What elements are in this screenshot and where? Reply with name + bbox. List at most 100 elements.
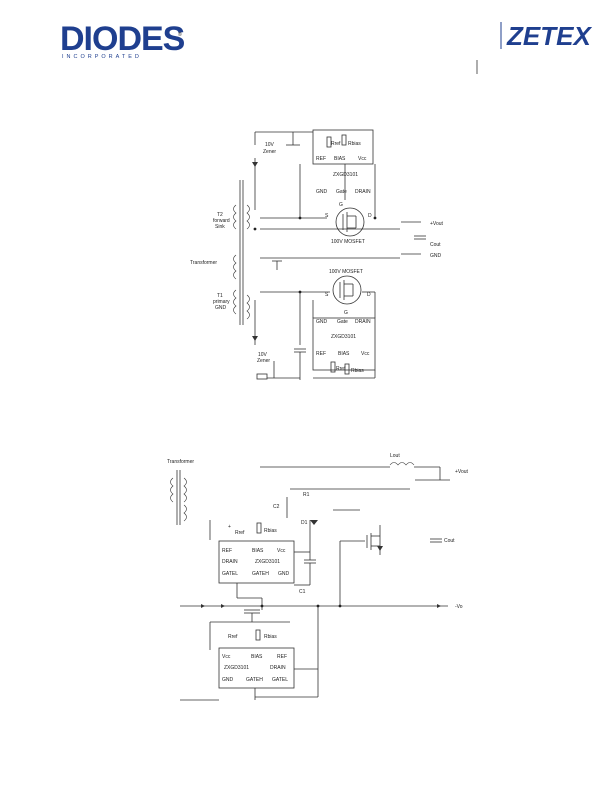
fig2-ic1-pin-gateh: GATEH <box>252 571 269 577</box>
fig1-t2-sub1: forward <box>213 218 230 224</box>
fig2-ic1-pin-gatel: GATEL <box>222 571 238 577</box>
fig1-junction-3 <box>253 227 257 231</box>
fig2-bus-arrow-1 <box>201 604 205 608</box>
fig1-transformer-primary-coil-middle <box>233 254 237 280</box>
fig1-cout-label: Cout <box>430 242 441 248</box>
fig1-ic-top-name: ZXGD3101 <box>333 172 358 178</box>
fig1-ground-box <box>256 373 268 380</box>
fig2-d1-label: D1 <box>301 520 308 526</box>
fig1-transformer-primary-coil-upper <box>233 204 237 230</box>
fig1-diode-bottom <box>252 336 258 341</box>
fig2-ic1-box <box>218 540 295 584</box>
fig2-ic2-pin-drain: DRAIN <box>270 665 286 671</box>
fig2-transformer-primary-coil <box>170 477 174 503</box>
fig2-cout-label: Cout <box>444 538 455 544</box>
fig2-transformer-secondary-coil-lower <box>183 504 187 522</box>
fig1-zener-top-value: 10V <box>265 142 275 148</box>
fig1-rbias-top-resistor <box>341 134 347 146</box>
header: DIODES ® INCORPORATED ZETEX <box>60 20 592 74</box>
fig2-rbias1-resistor <box>256 522 262 534</box>
fig1-ic-top-pin-gnd: GND <box>316 189 328 195</box>
fig2-rref2-label: Rref <box>228 634 238 640</box>
fig1-ic-bottom-pin-gnd: GND <box>316 319 328 325</box>
fig2-lout-label: Lout <box>390 453 400 459</box>
fig2-ic1-name: ZXGD3101 <box>255 559 280 565</box>
fig1-ic-bottom-pin-ref: REF <box>316 351 326 357</box>
fig1-mosfet-top-d: D <box>368 213 372 219</box>
zetex-logo: ZETEX <box>506 21 592 51</box>
fig1-junction-1 <box>298 216 302 220</box>
fig1-t2-sub2: Sink <box>215 224 225 230</box>
fig2-ic1-pin-gnd: GND <box>278 571 290 577</box>
fig1-vout-label: +Vout <box>430 221 444 227</box>
fig1-transformer-label: Transformer <box>190 260 217 266</box>
fig1-mosfet-bottom-g: G <box>344 310 348 316</box>
fig1-mosfet-top <box>335 207 365 237</box>
fig2-d1-diode <box>310 520 318 525</box>
fig1-t1-sub2: GND <box>215 305 227 311</box>
fig1-diode-top <box>252 162 258 167</box>
fig2-ic1-pin-drain: DRAIN <box>222 559 238 565</box>
figure-1-schematic: REF BIAS Vcc ZXGD3101 GND Gate DRAIN Rre… <box>190 129 444 380</box>
fig1-rref-bottom-label: Rref <box>336 366 346 372</box>
fig1-ic-top-pin-ref: REF <box>316 156 326 162</box>
fig1-ic-bottom-name: ZXGD3101 <box>331 334 356 340</box>
fig1-ic-bottom-pin-vcc: Vcc <box>361 351 370 357</box>
fig1-t1-label: T1 <box>217 293 223 299</box>
fig2-junction-3 <box>260 604 264 608</box>
fig2-lout-inductor <box>389 462 415 466</box>
fig1-ic-bottom-pin-drain: DRAIN <box>355 319 371 325</box>
fig1-mosfet-bottom-d: D <box>367 292 371 298</box>
fig2-vout-label: +Vout <box>455 469 469 475</box>
fig1-t2-label: T2 <box>217 212 223 218</box>
fig1-junction-4 <box>373 216 377 220</box>
fig2-ic2-name: ZXGD3101 <box>224 665 249 671</box>
fig1-rref-bottom-resistor <box>330 361 336 373</box>
fig2-junction-2 <box>316 604 320 608</box>
fig1-t1-sub1: primary <box>213 299 230 305</box>
fig1-rbias-top-label: Rbias <box>348 141 361 147</box>
fig2-ic2-pin-vcc: Vcc <box>222 654 231 660</box>
fig1-ic-bottom-pin-bias: BIAS <box>338 351 350 357</box>
fig1-junction-2 <box>298 290 302 294</box>
fig2-transformer-label: Transformer <box>167 459 194 465</box>
fig1-ic-bottom-pin-gate: Gate <box>337 319 348 325</box>
fig2-c2-label: C2 <box>273 504 280 510</box>
fig1-zener-top-label: Zener <box>263 149 276 155</box>
fig2-ic1-pin-ref: REF <box>222 548 232 554</box>
fig1-transformer-primary-coil-lower <box>233 289 237 315</box>
fig1-mosfet-bottom-label: 100V MOSFET <box>329 269 363 275</box>
registered-mark: ® <box>178 31 182 38</box>
fig1-gnd-label: GND <box>430 253 442 259</box>
fig2-junction-1 <box>338 604 342 608</box>
fig2-ic2-pin-ref: REF <box>277 654 287 660</box>
fig1-transformer-secondary-coil-upper <box>246 204 250 230</box>
fig1-ic-top-pin-vcc: Vcc <box>358 156 367 162</box>
fig1-mosfet-bottom-s: S <box>325 292 329 298</box>
fig1-mosfet-top-g: G <box>339 202 343 208</box>
fig2-rbias2-label: Rbias <box>264 634 277 640</box>
fig2-bus-arrow-2 <box>221 604 225 608</box>
fig1-mosfet-top-label: 100V MOSFET <box>331 239 365 245</box>
fig2-rbias2-resistor <box>255 629 261 641</box>
fig1-zener-bottom-value: 10V <box>258 352 268 358</box>
diodes-logo: DIODES <box>60 20 185 58</box>
fig1-ic-top-pin-bias: BIAS <box>334 156 346 162</box>
fig1-rref-top-resistor <box>326 136 332 148</box>
fig2-ic1-pin-vcc: Vcc <box>277 548 286 554</box>
fig2-transformer-secondary-coil-upper <box>183 477 187 503</box>
fig1-ic-top-bias-box <box>312 129 374 165</box>
fig1-mosfet-top-s: S <box>325 213 329 219</box>
figure-2-schematic: Transformer Lout +Vout R1 C2 D1 + Rref R… <box>167 453 469 701</box>
fig1-rbias-bottom-resistor <box>344 363 350 375</box>
fig2-ic2-pin-gnd: GND <box>222 677 234 683</box>
fig2-bus-arrow-3 <box>437 604 441 608</box>
fig2-r1-label: R1 <box>303 492 310 498</box>
fig1-rbias-bottom-label: Rbias <box>351 368 364 374</box>
fig2-ic2-pin-bias: BIAS <box>251 654 263 660</box>
fig2-mosfet-body-diode <box>377 546 383 551</box>
fig2-ic2-box <box>218 647 295 689</box>
fig2-ic2-pin-gateh: GATEH <box>246 677 263 683</box>
fig2-c1-label: C1 <box>299 589 306 595</box>
